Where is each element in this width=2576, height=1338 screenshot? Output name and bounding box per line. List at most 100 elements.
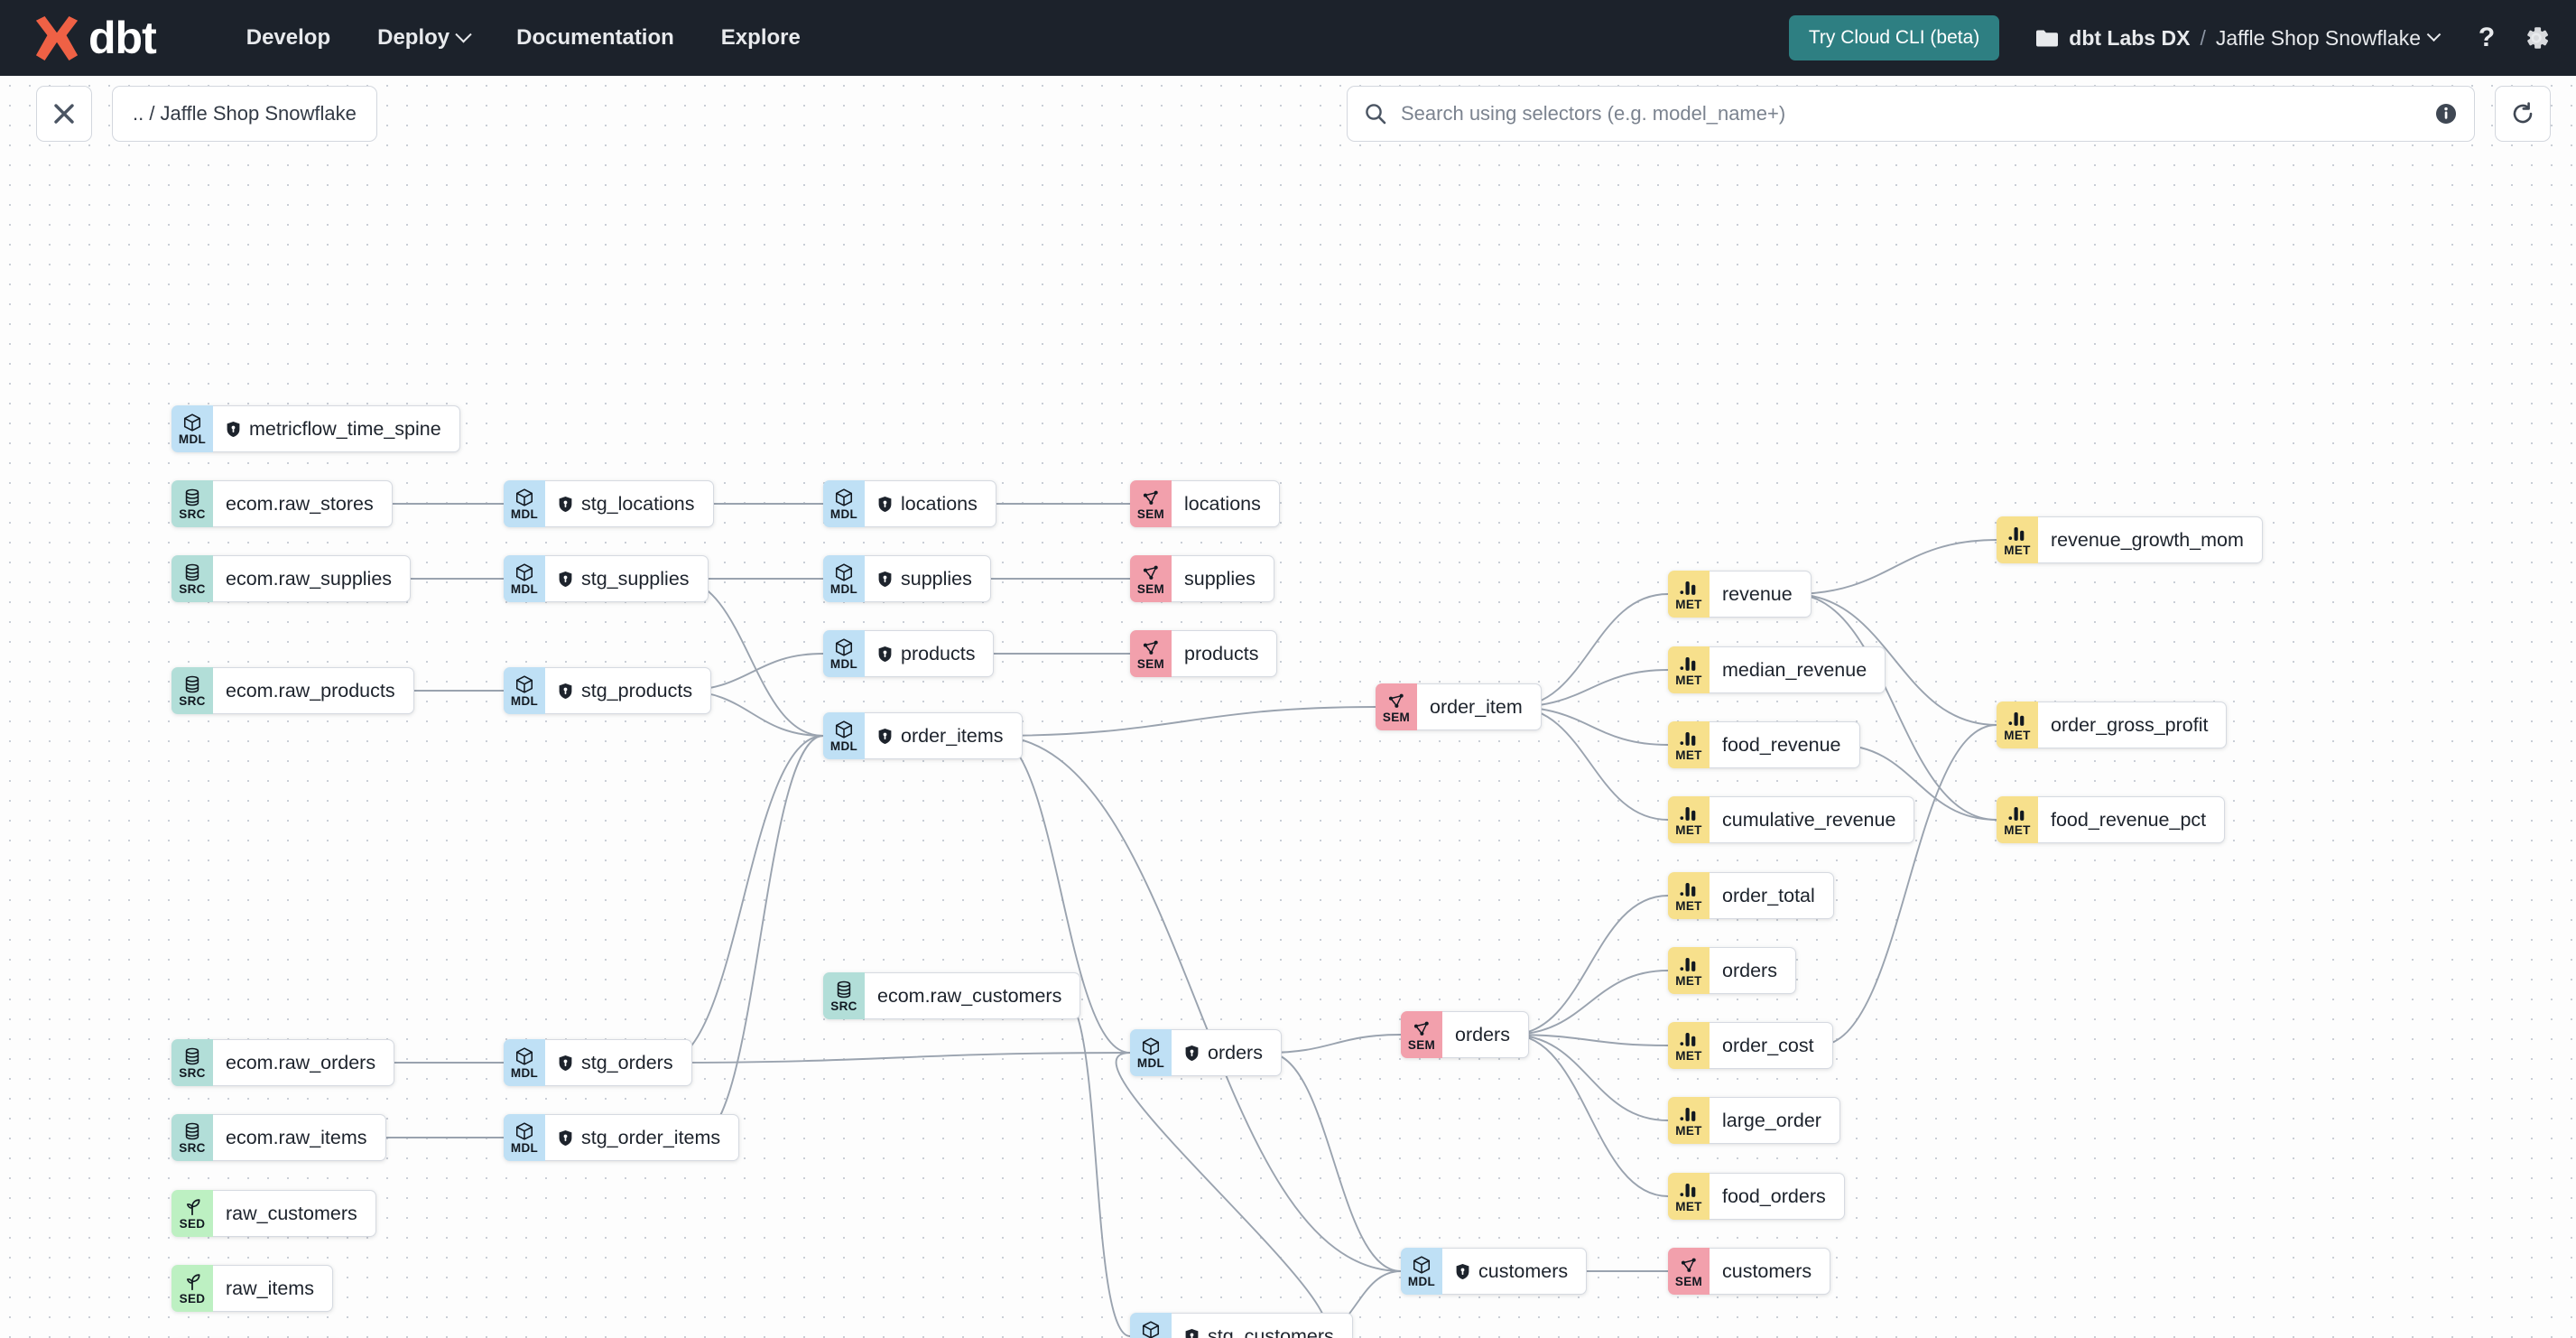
cube-icon	[1413, 1256, 1431, 1274]
bar-chart-icon	[1680, 957, 1696, 971]
nav-deploy[interactable]: Deploy	[354, 16, 493, 60]
node-label: stg_orders	[581, 1051, 673, 1073]
lineage-search-bar[interactable]	[1347, 86, 2475, 142]
node-type-label: SEM	[1382, 710, 1411, 724]
breadcrumb-account[interactable]: dbt Labs DX	[2069, 25, 2191, 50]
nav-explore[interactable]: Explore	[698, 16, 824, 60]
node-label: ecom.raw_stores	[226, 492, 374, 515]
node-type-label: SEM	[1674, 1274, 1703, 1288]
lineage-node-met_food_revenue_pct[interactable]: MET food_revenue_pct	[1997, 796, 2226, 843]
lineage-node-mdl_order_items[interactable]: MDL order_items	[823, 712, 1023, 759]
lineage-node-sem_products[interactable]: SEM products	[1130, 630, 1278, 677]
lineage-node-mdl_orders[interactable]: MDL orders	[1130, 1029, 1282, 1076]
dbt-logo[interactable]: dbt	[31, 13, 157, 63]
breadcrumb-separator: /	[2200, 25, 2206, 50]
lineage-node-stg_customers[interactable]: MDL stg_customers	[1130, 1313, 1353, 1338]
lineage-node-sed_raw_items[interactable]: SED raw_items	[171, 1265, 333, 1312]
lineage-node-src_raw_products[interactable]: SRC ecom.raw_products	[171, 667, 414, 714]
node-body: locations	[865, 480, 996, 527]
breadcrumb-pill[interactable]: .. / Jaffle Shop Snowflake	[112, 86, 377, 142]
node-type-label: MDL	[510, 1065, 539, 1080]
node-type-badge-met: MET	[1997, 796, 2038, 843]
node-label: locations	[1184, 492, 1261, 515]
lineage-node-stg_orders[interactable]: MDL stg_orders	[504, 1039, 692, 1086]
search-icon	[1366, 103, 1386, 124]
lineage-node-met_large_order[interactable]: MET large_order	[1668, 1097, 1840, 1144]
node-label: food_orders	[1722, 1185, 1826, 1207]
node-body: orders	[1442, 1011, 1529, 1058]
try-cloud-cli-button[interactable]: Try Cloud CLI (beta)	[1788, 15, 2000, 60]
lineage-node-mdl_customers[interactable]: MDL customers	[1401, 1248, 1588, 1295]
nav-develop[interactable]: Develop	[223, 16, 354, 60]
breadcrumb-project-selector[interactable]: Jaffle Shop Snowflake	[2216, 26, 2442, 51]
lineage-node-met_cumulative_rev[interactable]: MET cumulative_revenue	[1668, 796, 1915, 843]
lineage-edge	[663, 735, 824, 1064]
lineage-node-src_raw_items[interactable]: SRC ecom.raw_items	[171, 1114, 386, 1161]
lineage-node-sem_locations[interactable]: SEM locations	[1130, 480, 1280, 527]
lineage-node-met_food_orders[interactable]: MET food_orders	[1668, 1173, 1845, 1220]
node-type-badge-src: SRC	[171, 1039, 213, 1086]
shield-icon	[559, 1129, 572, 1146]
help-icon[interactable]: ?	[2478, 23, 2496, 52]
lineage-node-met_order_cost[interactable]: MET order_cost	[1668, 1022, 1833, 1069]
lineage-edge	[1510, 895, 1669, 1036]
lineage-node-met_food_revenue[interactable]: MET food_revenue	[1668, 721, 1860, 768]
lineage-graph-canvas[interactable]: MDL metricflow_time_spine SRC ecom.raw_s…	[0, 76, 2576, 1338]
lineage-node-stg_locations[interactable]: MDL stg_locations	[504, 480, 714, 527]
node-label: customers	[1722, 1259, 1812, 1282]
lineage-node-metricflow_time_spine[interactable]: MDL metricflow_time_spine	[171, 405, 460, 452]
lineage-node-met_order_gross_profit[interactable]: MET order_gross_profit	[1997, 702, 2228, 748]
lineage-node-met_median_revenue[interactable]: MET median_revenue	[1668, 646, 1886, 693]
node-label: raw_customers	[226, 1202, 357, 1224]
lineage-node-sem_customers[interactable]: SEM customers	[1668, 1248, 1831, 1295]
node-label: orders	[1722, 959, 1777, 981]
database-icon	[185, 1122, 199, 1140]
lineage-node-sem_supplies[interactable]: SEM supplies	[1130, 555, 1274, 602]
cube-icon	[835, 638, 853, 656]
lineage-node-src_raw_supplies[interactable]: SRC ecom.raw_supplies	[171, 555, 412, 602]
lineage-node-mdl_supplies[interactable]: MDL supplies	[823, 555, 991, 602]
lineage-node-sem_order_item[interactable]: SEM order_item	[1376, 683, 1542, 730]
node-type-badge-src: SRC	[171, 667, 213, 714]
lineage-node-mdl_products[interactable]: MDL products	[823, 630, 995, 677]
lineage-node-met_revenue[interactable]: MET revenue	[1668, 571, 1812, 618]
gear-icon[interactable]	[2522, 23, 2551, 52]
nav-documentation[interactable]: Documentation	[493, 16, 698, 60]
close-lineage-button[interactable]	[36, 86, 92, 142]
node-type-badge-met: MET	[1668, 796, 1710, 843]
refresh-lineage-button[interactable]	[2495, 86, 2551, 142]
lineage-node-src_raw_stores[interactable]: SRC ecom.raw_stores	[171, 480, 393, 527]
dbt-wordmark: dbt	[88, 13, 157, 63]
close-icon	[54, 104, 74, 124]
nav-develop-label: Develop	[246, 25, 331, 50]
lineage-node-sem_orders[interactable]: SEM orders	[1401, 1011, 1529, 1058]
lineage-node-mdl_locations[interactable]: MDL locations	[823, 480, 996, 527]
node-type-badge-mdl: MDL	[504, 555, 545, 602]
lineage-node-met_order_total[interactable]: MET order_total	[1668, 872, 1834, 919]
node-body: food_revenue_pct	[2038, 796, 2226, 843]
info-icon[interactable]	[2434, 102, 2458, 125]
lineage-node-met_revenue_growth[interactable]: MET revenue_growth_mom	[1997, 516, 2263, 563]
lineage-node-stg_products[interactable]: MDL stg_products	[504, 667, 712, 714]
node-type-label: MDL	[510, 693, 539, 708]
lineage-node-stg_order_items[interactable]: MDL stg_order_items	[504, 1114, 740, 1161]
lineage-node-src_raw_customers[interactable]: SRC ecom.raw_customers	[823, 972, 1081, 1019]
node-label: customers	[1478, 1259, 1569, 1282]
lineage-edge	[1510, 1034, 1669, 1046]
bar-chart-icon	[1680, 1107, 1696, 1121]
shield-icon	[559, 496, 572, 512]
lineage-node-stg_supplies[interactable]: MDL stg_supplies	[504, 555, 709, 602]
lineage-node-sed_raw_customers[interactable]: SED raw_customers	[171, 1190, 376, 1237]
search-input[interactable]	[1401, 102, 2434, 125]
node-label: locations	[901, 492, 978, 515]
bar-chart-icon	[2008, 806, 2025, 821]
node-type-label: MET	[1675, 1048, 1702, 1063]
lineage-node-met_orders[interactable]: MET orders	[1668, 947, 1796, 994]
lineage-node-src_raw_orders[interactable]: SRC ecom.raw_orders	[171, 1039, 395, 1086]
node-type-label: MDL	[1407, 1274, 1436, 1288]
node-type-label: MET	[1675, 748, 1702, 762]
database-icon	[185, 675, 199, 693]
shield-icon	[227, 421, 240, 437]
bar-chart-icon	[1680, 1183, 1696, 1197]
node-body: orders	[1172, 1029, 1282, 1076]
